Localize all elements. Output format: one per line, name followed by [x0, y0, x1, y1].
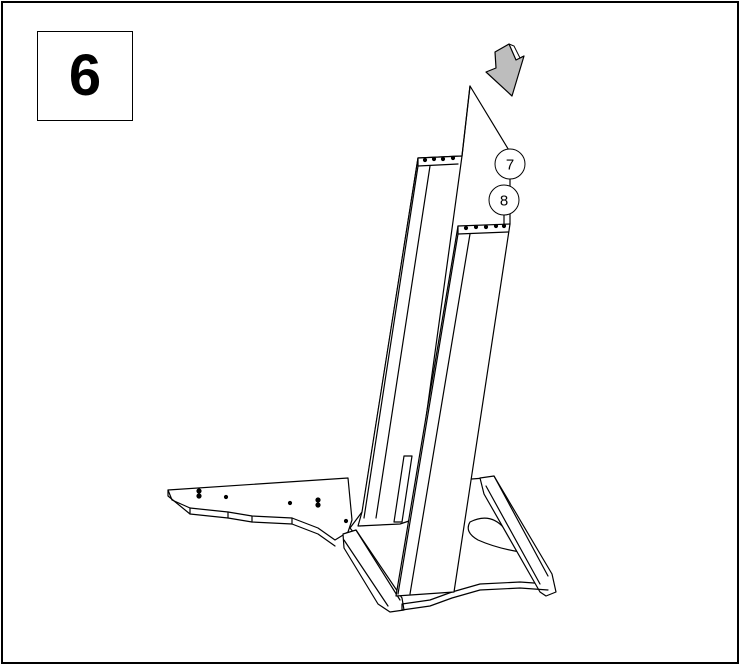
callout-7: 7	[494, 148, 526, 180]
callout-7-label: 7	[506, 157, 514, 174]
left-leg-panel	[357, 155, 463, 527]
base-left-arm	[167, 477, 353, 547]
insert-direction-arrow-icon	[485, 43, 525, 97]
callout-8-label: 8	[500, 193, 508, 210]
front-leg-panel	[395, 223, 511, 597]
callout-8: 8	[488, 184, 520, 216]
step-number-box: 6	[37, 31, 133, 121]
step-number: 6	[68, 43, 102, 108]
